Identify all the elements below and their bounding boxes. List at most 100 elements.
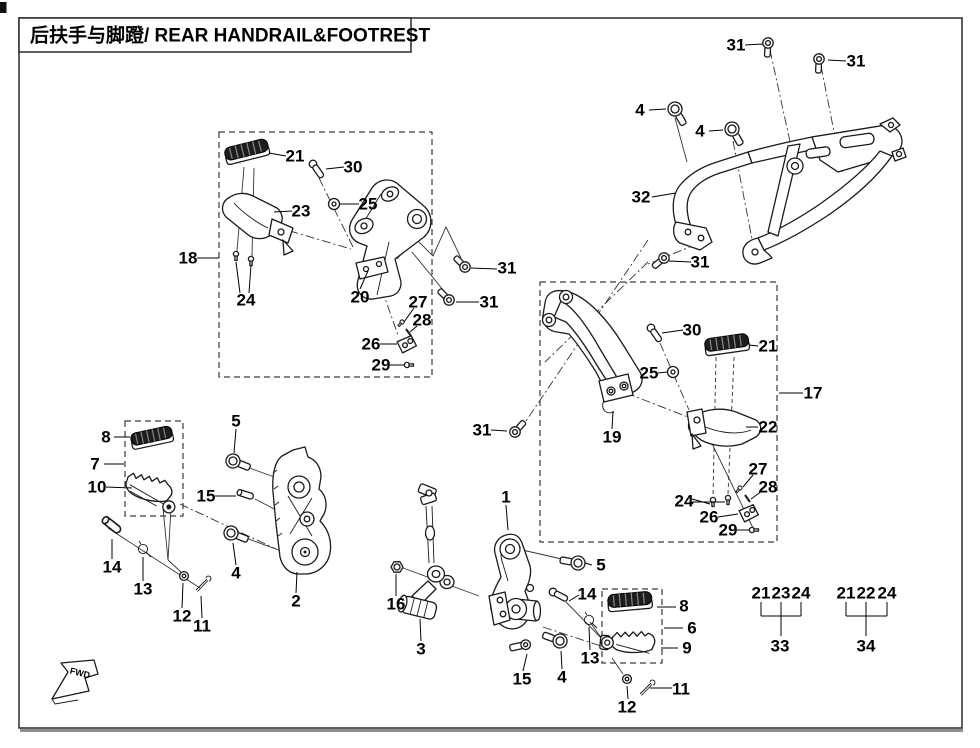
screw-24-a1: [232, 250, 240, 262]
screw-29-a: [403, 361, 415, 369]
part-number-label-22: 22: [759, 418, 778, 437]
pin-14-b: [547, 586, 570, 604]
bolt-4-b: [721, 118, 748, 149]
part-number-label-5: 5: [231, 412, 240, 431]
part-number-label-20: 20: [351, 288, 370, 307]
part-number-label-31: 31: [473, 421, 492, 440]
part-number-label-15: 15: [513, 670, 532, 689]
part-number-label-31: 31: [498, 259, 517, 278]
part-number-label-21: 21: [286, 147, 305, 166]
washer-12-a: [178, 570, 190, 582]
part-number-label-4: 4: [231, 564, 241, 583]
part-number-label-5: 5: [596, 556, 605, 575]
part-number-label-25: 25: [359, 195, 378, 214]
kit-group-brackets: [760, 602, 888, 636]
page-shadow: [20, 728, 963, 732]
part-number-label-27: 27: [409, 293, 428, 312]
part-21-footrest-pad-right: [703, 332, 751, 357]
part-number-label-23: 23: [292, 202, 311, 221]
screw-24-b2: [724, 494, 732, 506]
part-number-label-31: 31: [847, 52, 866, 71]
washer-25-a: [327, 197, 341, 211]
part-number-label-12: 12: [618, 698, 637, 717]
part-number-label-27: 27: [749, 460, 768, 479]
page-border: [18, 17, 963, 729]
part-number-label-24: 24: [675, 492, 694, 511]
bolt-31-c: [649, 250, 672, 272]
part-number-label-18: 18: [179, 249, 198, 268]
part-number-label-17: 17: [804, 384, 823, 403]
part-number-label-31: 31: [691, 253, 710, 272]
bolt-15-center: [508, 638, 532, 654]
part-19-bracket: [541, 289, 643, 414]
part-number-label-15: 15: [197, 487, 216, 506]
part-number-label-31: 31: [727, 36, 746, 55]
bolt-31-d: [450, 252, 474, 276]
part-1-bracket: [488, 533, 542, 630]
fwd-label: FWD: [69, 666, 92, 681]
screw-27-a: [396, 318, 406, 328]
part-23-footrest-arm: [221, 192, 294, 256]
part-number-label-31: 31: [480, 293, 499, 312]
part-number-label-4: 4: [557, 668, 567, 687]
part-number-label-13: 13: [134, 580, 153, 599]
pin-28-b: [744, 494, 751, 503]
part-22-footrest-arm: [686, 408, 762, 450]
part-number-label-24: 24: [792, 584, 811, 603]
screw-27-b: [734, 484, 744, 494]
part-number-label-29: 29: [372, 356, 391, 375]
bolt-31-b: [812, 52, 826, 74]
pin-30-a: [307, 158, 326, 180]
part-number-label-4: 4: [635, 101, 645, 120]
part-9-footrest: [599, 630, 656, 654]
bolt-31-a: [761, 36, 775, 58]
part-8-footpeg-pad-left: [129, 424, 175, 451]
part-number-label-11: 11: [193, 617, 211, 636]
assembly-axis-lines: [107, 49, 843, 675]
bolt-4-a: [664, 98, 691, 129]
part-number-label-21: 21: [759, 337, 778, 356]
fwd-marker: FWD: [51, 659, 99, 705]
part-8-footpeg-pad-right: [606, 590, 654, 613]
leader-lines: [104, 43, 888, 700]
part-number-label-33: 33: [771, 637, 790, 656]
part-number-label-21: 21: [837, 584, 856, 603]
assembly-box-17: [539, 281, 778, 543]
part-number-label-28: 28: [413, 311, 432, 330]
part-number-label-1: 1: [501, 488, 510, 507]
screw-29-b: [748, 526, 760, 534]
part-21-footrest-pad-left: [222, 137, 271, 166]
part-number-label-14: 14: [578, 585, 597, 604]
part-number-label-22: 22: [857, 584, 876, 603]
part-number-label-23: 23: [772, 584, 791, 603]
assembly-box-7: [124, 420, 184, 517]
bolt-5-center: [558, 552, 587, 572]
part-number-label-29: 29: [719, 521, 738, 540]
part-number-label-30: 30: [683, 321, 702, 340]
pin-15-left: [235, 488, 255, 501]
part-2-bracket-plate: [272, 446, 332, 575]
part-number-label-10: 10: [88, 478, 107, 497]
part-number-label-14: 14: [103, 558, 122, 577]
page-title: 后扶手与脚蹬/ REAR HANDRAIL&FOOTREST: [30, 24, 430, 47]
part-number-label-4: 4: [695, 122, 705, 141]
pin-28-a: [405, 328, 412, 337]
washer-25-b: [666, 365, 680, 379]
part-10-footrest: [125, 472, 176, 514]
part-number-label-9: 9: [682, 639, 691, 658]
clip-26-a: [395, 334, 418, 355]
part-number-label-12: 12: [173, 607, 192, 626]
bolt-5-left: [223, 451, 253, 475]
fasteners: [100, 36, 826, 696]
assembly-box-18: [218, 131, 433, 378]
ring-13-b: [583, 611, 598, 629]
nut-16: [390, 561, 404, 573]
part-number-label-13: 13: [581, 649, 600, 668]
part-number-label-6: 6: [687, 619, 696, 638]
part-20-bracket: [348, 179, 432, 300]
assembly-box-6: [601, 588, 663, 664]
part-number-label-32: 32: [632, 188, 651, 207]
part-32-handrail: [672, 117, 907, 265]
part-number-label-16: 16: [387, 595, 406, 614]
